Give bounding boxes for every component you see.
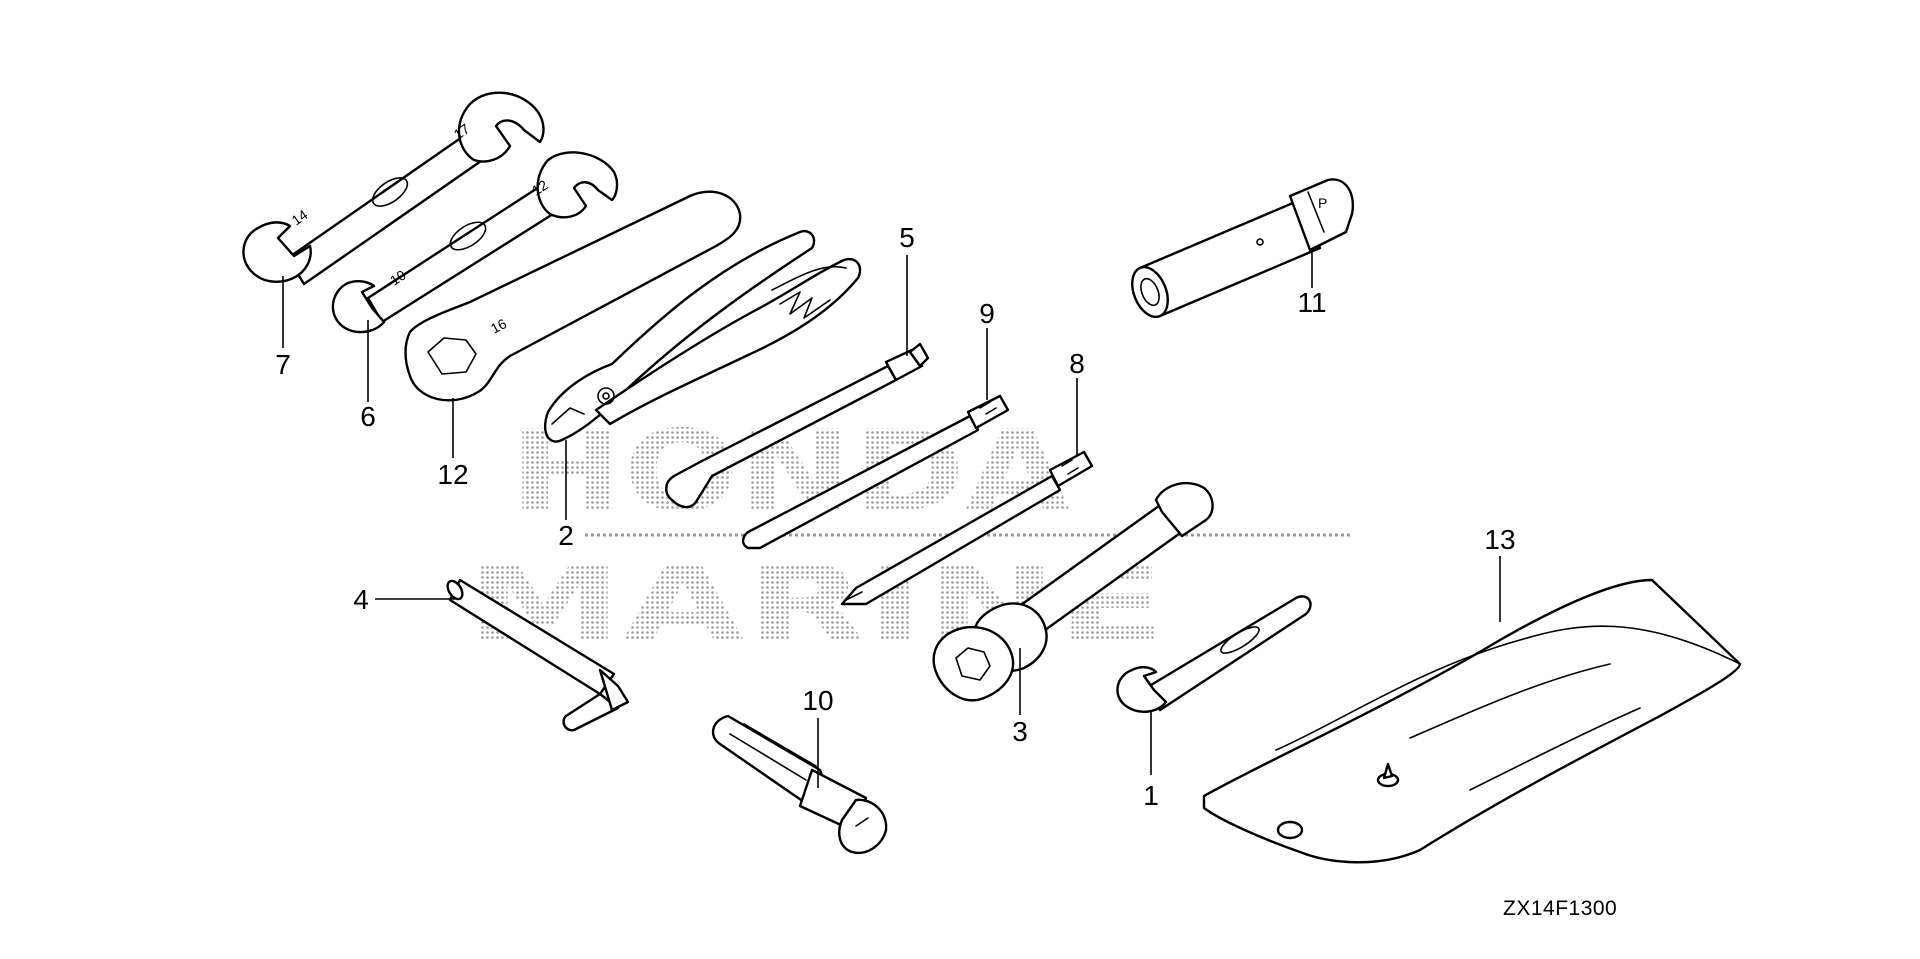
callout-6: 6 bbox=[360, 401, 376, 432]
wrench-7: 17 14 bbox=[242, 91, 545, 286]
wrench-12-size: 16 bbox=[488, 315, 509, 337]
screwdriver-5 bbox=[665, 342, 930, 509]
wrench-6: 12 10 bbox=[331, 151, 619, 334]
callout-4: 4 bbox=[353, 584, 369, 615]
callout-3: 3 bbox=[1012, 716, 1028, 747]
callout-labels: 1 2 3 4 5 6 7 8 9 10 11 12 13 bbox=[275, 222, 1515, 811]
callout-5: 5 bbox=[899, 222, 915, 253]
callout-12: 12 bbox=[437, 459, 468, 490]
spark-plug-socket-11: P bbox=[1131, 178, 1355, 319]
callout-10: 10 bbox=[802, 685, 833, 716]
callout-7: 7 bbox=[275, 349, 291, 380]
wrench-6-size-b: 10 bbox=[387, 266, 409, 288]
callout-2: 2 bbox=[558, 520, 574, 551]
screwdriver-9 bbox=[741, 394, 1010, 550]
wrench-7-size-b: 14 bbox=[289, 206, 311, 228]
socket-wrench-3 bbox=[932, 481, 1214, 702]
callout-9: 9 bbox=[979, 298, 995, 329]
small-wrench-1 bbox=[1116, 595, 1312, 713]
handle-10 bbox=[711, 714, 888, 855]
tool-bag-13 bbox=[1202, 578, 1742, 864]
callout-11: 11 bbox=[1297, 287, 1326, 318]
callout-1: 1 bbox=[1143, 780, 1159, 811]
box-wrench-12: 16 bbox=[404, 190, 742, 402]
pliers-2 bbox=[543, 229, 862, 443]
callout-8: 8 bbox=[1069, 348, 1085, 379]
honda-marine-watermark: HONDA MARINE bbox=[465, 407, 1350, 665]
screwdriver-8 bbox=[840, 450, 1094, 606]
callout-13: 13 bbox=[1484, 524, 1515, 555]
socket-11-mark: P bbox=[1318, 195, 1327, 211]
figure-code: ZX14F1300 bbox=[1503, 897, 1618, 920]
wrench-6-size-a: 12 bbox=[529, 176, 551, 198]
hex-key-4 bbox=[446, 578, 630, 732]
leader-lines bbox=[282, 250, 1501, 788]
